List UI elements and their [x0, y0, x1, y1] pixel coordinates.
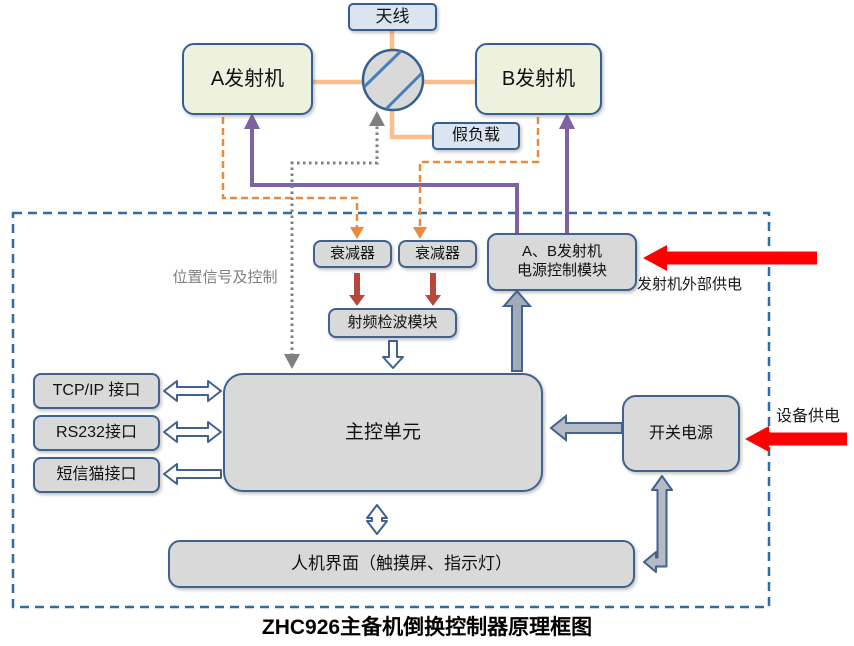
- main-control-unit-label: 主控单元: [344, 421, 421, 443]
- hmi-box: 人机界面（触摸屏、指示灯）: [168, 540, 635, 588]
- main-control-unit-box: 主控单元: [223, 373, 543, 492]
- mainunit-to-powermodule-arrow: [501, 289, 533, 372]
- tcpip-interface-box: TCP/IP 接口: [33, 373, 160, 409]
- attenuator-1-box: 衰减器: [313, 240, 392, 268]
- switching-power-supply-label: 开关电源: [648, 424, 713, 442]
- rf-detector-label: 射频检波模块: [347, 313, 438, 331]
- dummy-load-label: 假负载: [451, 127, 500, 144]
- psu-hmi-elbow-arrow: [643, 475, 673, 573]
- sms-modem-interface-box: 短信猫接口: [33, 457, 160, 493]
- power-arrowhead-txa: [244, 113, 260, 129]
- diagram-title: ZHC926主备机倒换控制器原理框图: [261, 616, 593, 639]
- controller-enclosure-border: [11, 211, 771, 609]
- hmi-label: 人机界面（触摸屏、指示灯）: [291, 554, 512, 574]
- attenuator-1-label: 衰减器: [329, 244, 375, 262]
- power-arrowhead-txb: [559, 113, 575, 129]
- rf-path-lines: [310, 28, 478, 140]
- interface-arrows: [163, 340, 404, 535]
- antenna-label: 天线: [375, 7, 410, 27]
- transmitter-a-box: A发射机: [182, 43, 313, 115]
- transfer-switch-symbol: [361, 48, 425, 112]
- position-arrowhead-switch: [369, 111, 385, 126]
- sample-arrowhead-att2: [413, 227, 427, 239]
- detect-arrow-att1: [349, 273, 365, 306]
- rs232-interface-label: RS232接口: [56, 424, 137, 441]
- rf-detector-box: 射频检波模块: [328, 308, 457, 338]
- psu-to-mainunit-arrow: [549, 413, 623, 443]
- detector-to-mainunit-arrow: [382, 340, 404, 369]
- sample-arrowhead-att1: [350, 227, 364, 239]
- sample-dashed-orange: [221, 117, 540, 228]
- mainunit-hmi-double-arrow: [366, 504, 388, 535]
- rs232-interface-box: RS232接口: [33, 415, 160, 451]
- sms-left-arrow: [163, 463, 222, 485]
- equipment-power-label: 设备供电: [776, 408, 841, 425]
- position-signal-line: [284, 111, 385, 369]
- rf-line-switch-dummyload: [389, 106, 435, 140]
- transmitter-a-label: A发射机: [210, 67, 285, 90]
- power-line-to-txa: [250, 127, 519, 236]
- power-control-module-line1: A、B发射机: [521, 243, 602, 261]
- tcpip-interface-label: TCP/IP 接口: [52, 382, 141, 399]
- transmitter-b-label: B发射机: [501, 67, 576, 90]
- antenna-box: 天线: [348, 3, 437, 31]
- power-control-module-box: A、B发射机 电源控制模块: [487, 233, 637, 291]
- tx-external-power-arrow: [643, 245, 817, 271]
- attenuator-2-box: 衰减器: [398, 240, 477, 268]
- sms-modem-interface-label: 短信猫接口: [56, 466, 137, 483]
- equipment-power-arrow: [745, 426, 847, 452]
- power-control-module-line2: 电源控制模块: [516, 262, 607, 279]
- detect-arrow-att2: [425, 273, 441, 306]
- attenuator-2-label: 衰减器: [414, 244, 460, 262]
- transmitter-b-box: B发射机: [475, 43, 602, 115]
- sample-line-txb: [418, 117, 540, 228]
- power-feed-purple: [244, 113, 575, 236]
- sample-line-txa: [221, 117, 359, 228]
- tcpip-double-arrow: [163, 380, 222, 402]
- rs232-double-arrow: [163, 421, 222, 443]
- position-arrowhead-mainunit: [284, 354, 300, 369]
- tx-external-power-label: 发射机外部供电: [637, 276, 743, 293]
- switching-power-supply-box: 开关电源: [622, 395, 740, 472]
- dummy-load-box: 假负载: [432, 122, 520, 150]
- position-signal-label: 位置信号及控制: [172, 269, 278, 286]
